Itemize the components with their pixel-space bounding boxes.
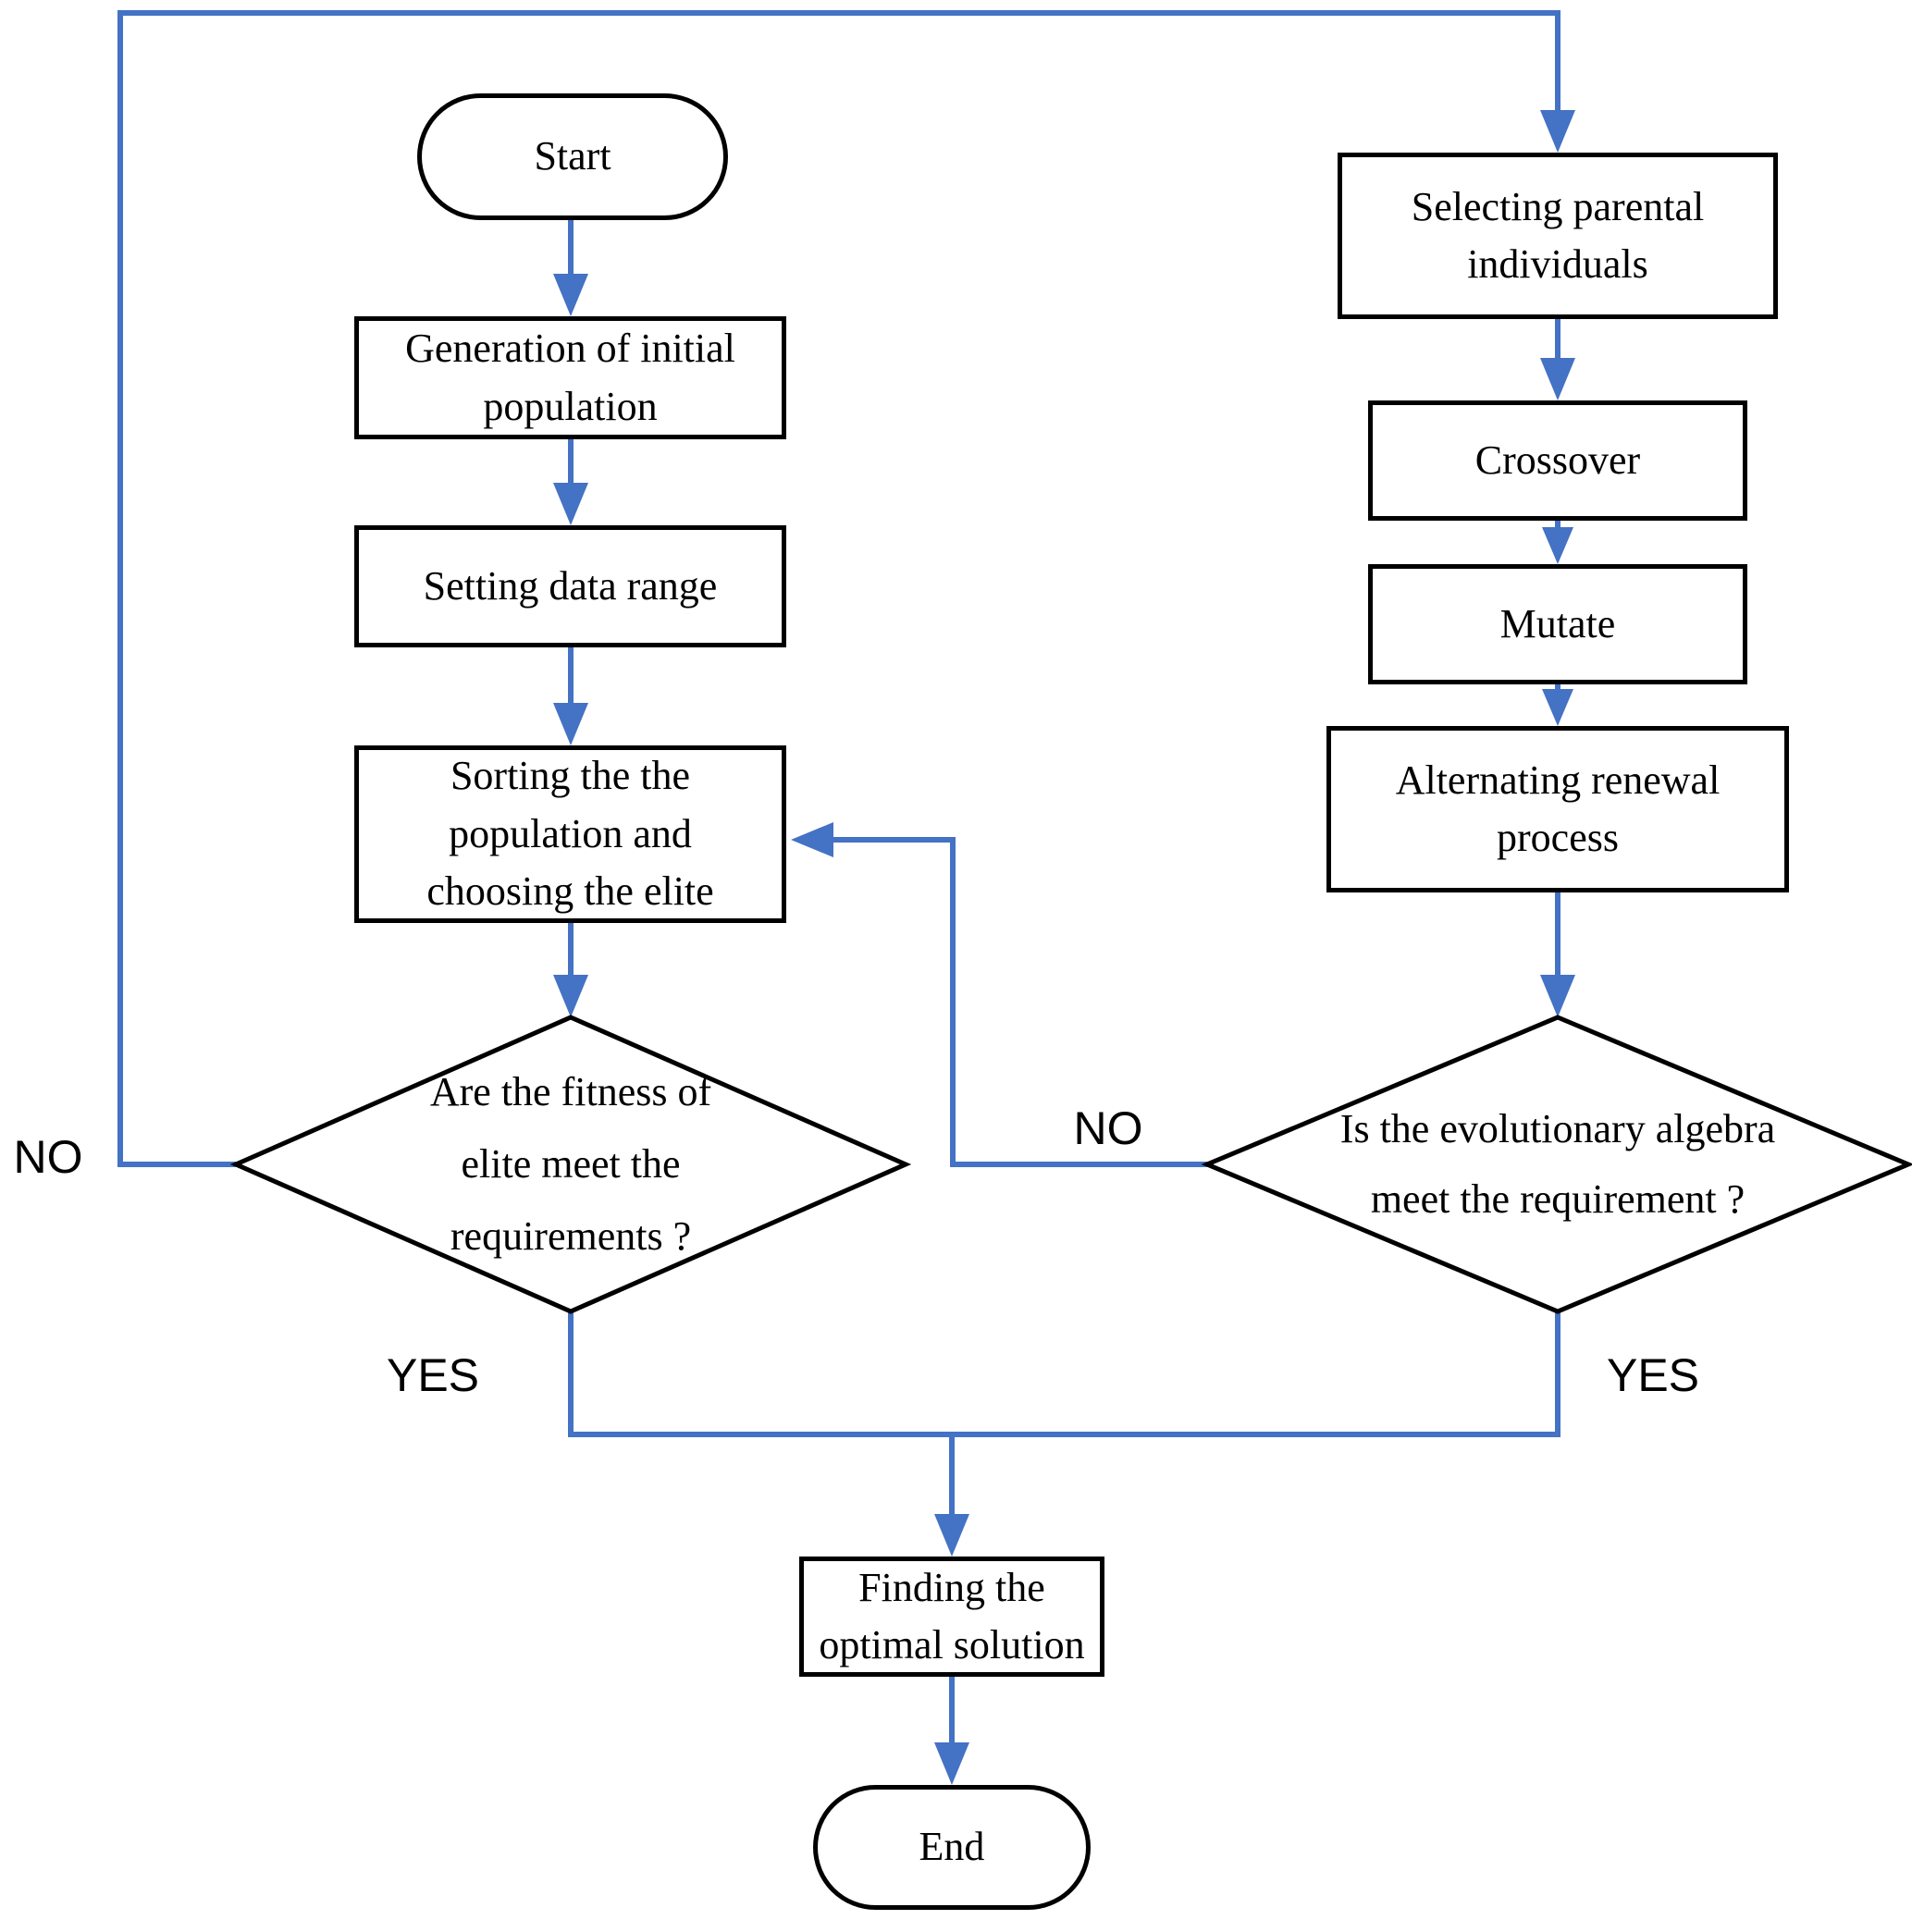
node-start-label: Start: [534, 133, 611, 179]
node-setting-label: Setting data range: [423, 562, 718, 609]
node-crossover: Crossover: [1368, 400, 1747, 521]
edge-fitness-no-loop: [117, 10, 1560, 1167]
arrowhead-icon: [553, 975, 588, 1017]
node-crossover-label: Crossover: [1474, 437, 1641, 483]
node-selecting: Selecting parental individuals: [1338, 153, 1778, 319]
node-generation-label: Generation of initial population: [405, 326, 735, 429]
arrowhead-icon: [1540, 975, 1575, 1017]
arrowhead-icon: [791, 822, 833, 857]
decision-fitness-label: Are the fitness of elite meet the requir…: [429, 1068, 712, 1260]
arrowhead-icon: [1540, 110, 1575, 153]
edge-yes-merge: [568, 1311, 1560, 1437]
node-end-label: End: [919, 1824, 985, 1870]
node-sorting-label: Sorting the the population and choosing …: [426, 753, 714, 915]
arrowhead-icon: [934, 1742, 969, 1785]
arrowhead-icon: [934, 1514, 969, 1557]
arrowhead-icon: [1540, 358, 1575, 400]
edge-label-algebra-no: NO: [1073, 1102, 1143, 1154]
node-generation: Generation of initial population: [354, 316, 786, 439]
node-end: End: [813, 1785, 1091, 1910]
node-start: Start: [417, 93, 728, 220]
node-mutate-label: Mutate: [1499, 600, 1616, 646]
decision-algebra-shape: [1201, 1015, 1912, 1314]
arrowhead-icon: [1542, 527, 1573, 564]
node-mutate: Mutate: [1368, 564, 1747, 684]
edge-label-fitness-yes: YES: [386, 1349, 480, 1401]
decision-algebra-label: Is the evolutionary algebra meet the req…: [1339, 1106, 1776, 1222]
arrowhead-icon: [553, 703, 588, 745]
node-selecting-label: Selecting parental individuals: [1411, 183, 1705, 287]
node-alternating: Alternating renewal process: [1326, 726, 1789, 892]
node-setting: Setting data range: [354, 525, 786, 647]
node-finding-label: Finding the optimal solution: [819, 1564, 1085, 1667]
node-alternating-label: Alternating renewal process: [1395, 757, 1721, 860]
arrowhead-icon: [1542, 689, 1573, 726]
edge-label-fitness-no: NO: [13, 1131, 83, 1183]
edge-algebra-no: [832, 837, 1207, 1167]
node-finding: Finding the optimal solution: [799, 1557, 1104, 1677]
arrowhead-icon: [553, 274, 588, 316]
node-sorting: Sorting the the population and choosing …: [354, 745, 786, 923]
arrowhead-icon: [553, 483, 588, 525]
decision-fitness-shape: [229, 1015, 912, 1314]
edge-label-algebra-yes: YES: [1606, 1349, 1700, 1401]
